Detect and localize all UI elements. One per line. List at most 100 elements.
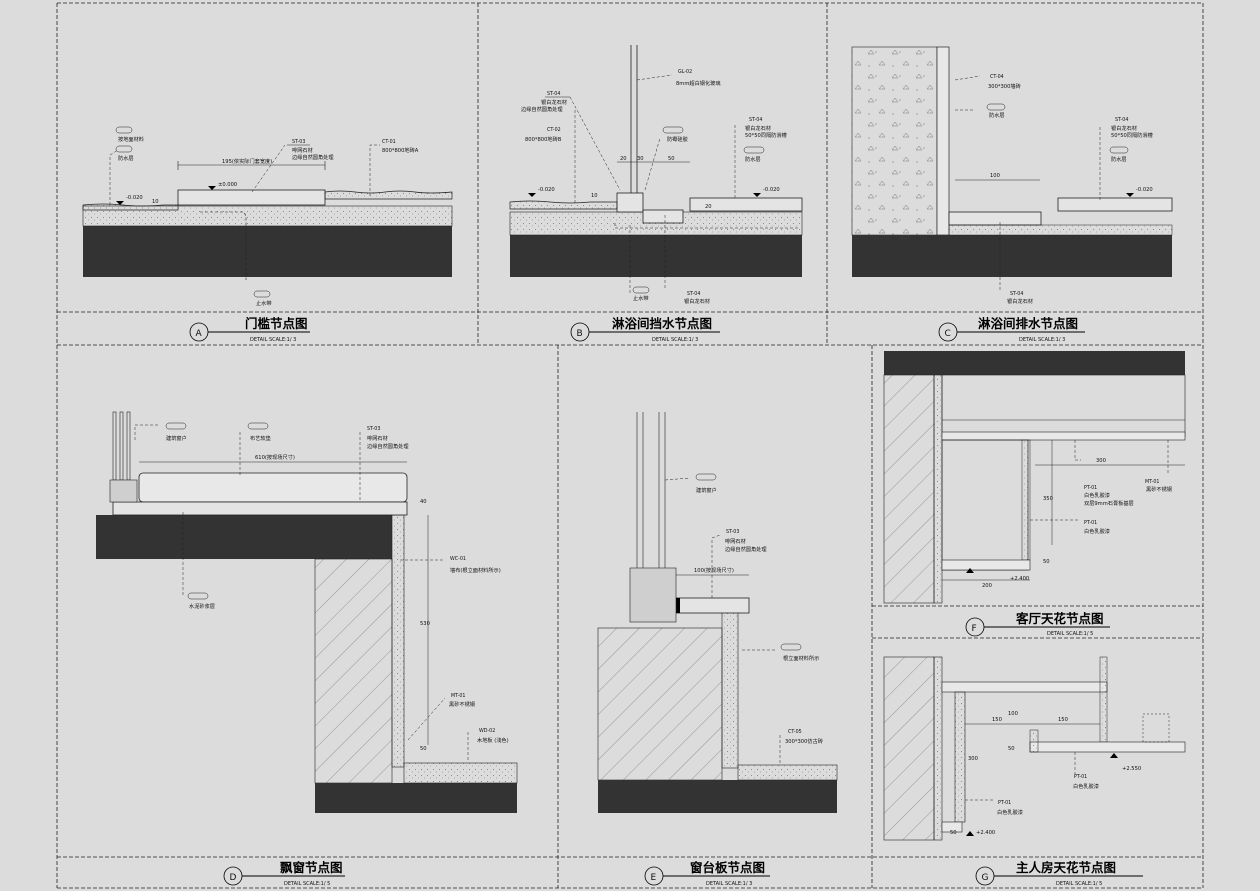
wall-finish (933, 656, 943, 841)
b-stone-bottom: 银白龙石材 (684, 297, 710, 305)
wall-finish (391, 514, 405, 768)
a-waterstop: 止水带 (256, 299, 272, 307)
curb-stone (616, 192, 644, 213)
a-level-zero: ±0.000 (218, 182, 237, 188)
c-level: -0.020 (1136, 187, 1153, 193)
g-dim-50: 50 (1008, 746, 1015, 752)
d-code-mt01: MT-01 (451, 693, 465, 699)
f-code-pt01a: PT-01 (1084, 485, 1097, 491)
e-stone-note: 边缘自然圆角处理 (725, 545, 767, 553)
detail-c: 100 -0.020 CT-04 300*300墙砖 防水层 ST-04 银白龙… (851, 46, 1173, 305)
detail-letter: F (972, 624, 977, 634)
floor-slab (598, 780, 837, 813)
c-stone-label: 银白龙石材 (1111, 124, 1137, 132)
f-steel: 黑砂不锈钢 (1146, 485, 1172, 493)
b-dim-20: 20 (620, 156, 627, 162)
detail-scale: DETAIL SCALE:1/ 3 (706, 881, 752, 887)
drain-tile (1057, 197, 1173, 212)
ceiling-board (941, 681, 1108, 693)
g-dim-150b: 150 (1058, 717, 1068, 723)
shower-tile (689, 197, 803, 212)
f-level: +2.400 (1010, 576, 1029, 582)
c-dim-100: 100 (990, 173, 1000, 179)
a-stone-label: 啡网石材 (292, 146, 313, 154)
detail-title: 门槛节点图 (245, 316, 308, 331)
f-code-mt01: MT-01 (1145, 479, 1159, 485)
e-tile-label: 300*300仿古砖 (785, 737, 823, 745)
b-groove: 50*50同隔防滑槽 (745, 131, 787, 139)
g-code-pt01a: PT-01 (1074, 774, 1087, 780)
g-code-pt01b: PT-01 (998, 800, 1011, 806)
structural-slab (510, 235, 802, 277)
b-code-gl02: GL-02 (678, 69, 692, 75)
detail-letter: D (230, 873, 237, 883)
d-wallcover: 墙布(根立面材料所示) (450, 566, 501, 574)
detail-scale: DETAIL SCALE:1/ 5 (284, 881, 330, 887)
c-code-st04-bottom: ST-04 (1010, 291, 1023, 297)
ceiling-slab (884, 351, 1185, 375)
threshold-stone (177, 189, 326, 206)
title-e: E 窗台板节点图 DETAIL SCALE:1/ 3 (644, 860, 770, 887)
d-steel: 黑砂不锈钢 (449, 700, 475, 708)
title-g: G 主人房天花节点图 DETAIL SCALE:1/ 5 (975, 860, 1143, 887)
b-dim-20b: 20 (705, 204, 712, 210)
g-dim-100: 100 (1008, 711, 1018, 717)
detail-title: 主人房天花节点图 (1016, 860, 1116, 875)
detail-b: 20 30 50 10 20 -0.020 -0.020 ST-04 银白龙石材… (509, 45, 803, 305)
c-code-st04: ST-04 (1115, 117, 1128, 123)
f-dim-200: 200 (982, 583, 992, 589)
detail-letter: C (945, 329, 951, 339)
f-board: 双层9mm石膏板基层 (1084, 499, 1134, 507)
wall-finish (933, 374, 943, 604)
detail-scale: DETAIL SCALE:1/ 5 (1056, 881, 1102, 887)
floor-tile-left (82, 203, 179, 211)
detail-scale: DETAIL SCALE:1/ 5 (1047, 631, 1093, 637)
g-paint-b: 白色乳胶漆 (997, 808, 1023, 816)
structural-slab (852, 235, 1172, 277)
b-level-left: -0.020 (538, 187, 555, 193)
d-mortar: 水泥砂浆层 (189, 602, 215, 610)
a-paving-finish: 按地面材料 (118, 135, 144, 143)
d-code-wd02: WD-02 (479, 728, 495, 734)
g-dim-300: 300 (968, 756, 978, 762)
f-code-pt01b: PT-01 (1084, 520, 1097, 526)
d-window: 建筑窗户 (166, 434, 187, 442)
c-groove: 50*50同隔防滑槽 (1111, 131, 1153, 139)
detail-letter: E (651, 873, 657, 883)
g-dim-150a: 150 (992, 717, 1002, 723)
d-wood-floor: 木地板 (浅色) (477, 736, 509, 744)
wood-floor (403, 762, 518, 784)
detail-g: 150 150 100 50 300 +2.550 PT-01 白色乳胶漆 PT… (883, 656, 1186, 841)
detail-f: 300 350 50 200 +2.400 PT-01 白色乳胶漆 双层9mm石… (883, 351, 1186, 604)
sheet-frame (56, 2, 1204, 889)
b-stone-label: 银白龙石材 (541, 98, 567, 106)
d-dim-40: 40 (420, 499, 427, 505)
wall-masonry (883, 374, 935, 604)
e-code-st03: ST-03 (726, 529, 739, 535)
soffit-side (954, 691, 966, 823)
e-window: 建筑窗户 (696, 486, 717, 494)
b-dim-30: 30 (637, 156, 644, 162)
detail-scale: DETAIL SCALE:1/ 3 (250, 337, 296, 343)
e-code-ct05: CT-05 (788, 729, 802, 735)
b-code-st04-right: ST-04 (749, 117, 762, 123)
a-code-ct01: CT-01 (382, 139, 396, 145)
title-f: F 客厅天花节点图 DETAIL SCALE:1/ 5 (965, 611, 1110, 637)
a-stone-note: 边缘自然圆角处理 (292, 153, 334, 161)
detail-letter: A (196, 329, 203, 339)
detail-title: 客厅天花节点图 (1015, 611, 1104, 626)
a-dim-10: 10 (152, 199, 159, 205)
f-dim-50: 50 (1043, 559, 1050, 565)
b-silicone: 防霉硅胶 (667, 135, 688, 143)
e-stone-label: 啡网石材 (725, 537, 746, 545)
e-dim-100: 100(按现场尺寸) (694, 566, 734, 574)
title-a: A 门槛节点图 DETAIL SCALE:1/ 3 (189, 316, 310, 343)
a-tile-label: 800*800地砖A (382, 146, 419, 154)
detail-e: 100(按现场尺寸) 建筑窗户 ST-03 啡网石材 边缘自然圆角处理 根立面材… (597, 412, 838, 813)
tile-floor (737, 764, 838, 781)
floor-slab (315, 783, 517, 813)
detail-a: 195(依实际门套宽度) ±0.000 -0.020 10 按地面材料 防水层 … (82, 126, 453, 307)
b-code-st04-top: ST-04 (547, 91, 560, 97)
a-level-low: -0.020 (126, 195, 143, 201)
